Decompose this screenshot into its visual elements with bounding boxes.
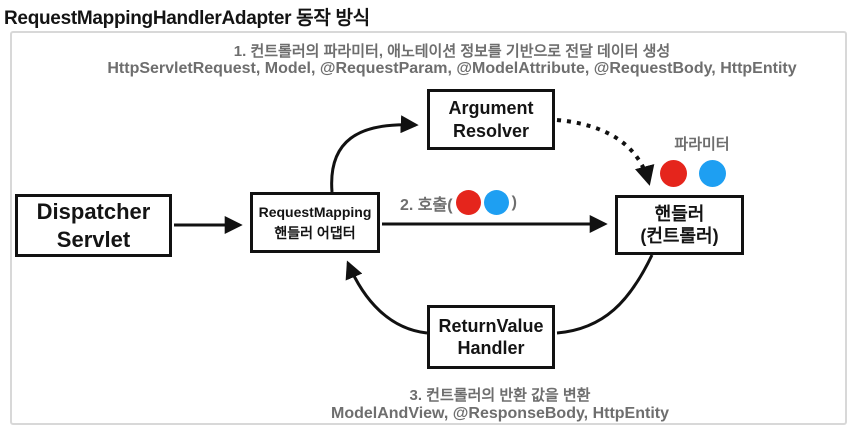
- box-argument-resolver-line1: Argument: [448, 98, 534, 118]
- arrow-adapter-to-argument-resolver: [330, 115, 419, 193]
- box-requestmapping-adapter-line2: 핸들러 어댑터: [274, 224, 356, 241]
- call-step-prefix: 2. 호출(: [400, 196, 453, 214]
- box-dispatcher-servlet-line1: Dispatcher: [36, 199, 151, 224]
- page-title: RequestMappingHandlerAdapter 동작 방식: [4, 8, 370, 29]
- parameter-blue-dot: [699, 160, 726, 187]
- step3-caption: 3. 컨트롤러의 반환 값을 변환: [409, 387, 591, 404]
- step1-caption: 1. 컨트롤러의 파라미터, 애노테이션 정보를 기반으로 전달 데이터 생성: [233, 43, 671, 60]
- box-handler-controller-line2: (컨트롤러): [640, 226, 719, 246]
- flow-arrows: [174, 115, 655, 335]
- parameter-label: 파라미터: [674, 136, 730, 153]
- parameter-red-dot: [660, 160, 687, 187]
- box-returnvalue-handler-line2: Handler: [457, 338, 525, 358]
- box-dispatcher-servlet: Dispatcher Servlet: [15, 194, 172, 257]
- call-blue-dot: [483, 190, 509, 215]
- box-handler-controller: 핸들러 (컨트롤러): [615, 195, 744, 255]
- call-step-suffix: ): [511, 193, 517, 211]
- box-argument-resolver-line2: Resolver: [452, 120, 530, 141]
- arrow-argument-resolver-to-handler-dotted: [556, 118, 655, 186]
- arc-handler-to-returnvalue: [556, 254, 654, 335]
- box-returnvalue-handler: ReturnValue Handler: [427, 305, 555, 369]
- call-red-dot: [455, 190, 481, 215]
- box-requestmapping-adapter: RequestMapping 핸들러 어댑터: [250, 192, 380, 253]
- step1-types: HttpServletRequest, Model, @RequestParam…: [107, 60, 797, 77]
- box-dispatcher-servlet-line2: Servlet: [56, 226, 131, 252]
- box-argument-resolver: Argument Resolver: [427, 89, 555, 150]
- box-handler-controller-line1: 핸들러: [654, 203, 705, 224]
- arrow-returnvalue-to-adapter: [345, 260, 428, 335]
- box-returnvalue-handler-line1: ReturnValue: [438, 315, 544, 336]
- step3-types: ModelAndView, @ResponseBody, HttpEntity: [331, 405, 669, 422]
- box-requestmapping-adapter-line1: RequestMapping: [258, 204, 372, 221]
- call-step-label: 2. 호출( ): [400, 190, 517, 215]
- diagram-frame: 1. 컨트롤러의 파라미터, 애노테이션 정보를 기반으로 전달 데이터 생성 …: [10, 31, 847, 425]
